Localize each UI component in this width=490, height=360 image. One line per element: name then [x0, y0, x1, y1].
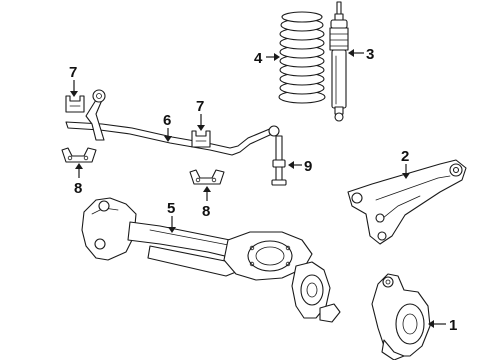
- callout-9: 9: [304, 158, 312, 175]
- control-arm: [347, 159, 467, 245]
- callout-6: 6: [163, 112, 171, 129]
- bracket-left: [61, 147, 97, 163]
- callout-1: 1: [449, 317, 457, 334]
- callout-4: 4: [254, 50, 263, 67]
- steering-knuckle: [371, 273, 431, 360]
- callout-3: 3: [366, 46, 374, 63]
- callout-7-right: 7: [196, 98, 204, 115]
- bushing-left: [65, 95, 85, 113]
- leader-lines: [70, 49, 446, 328]
- coil-spring: [278, 11, 326, 104]
- callout-2: 2: [401, 148, 409, 165]
- bracket-right: [189, 169, 225, 185]
- bushing-right: [191, 130, 211, 148]
- callout-8-left: 8: [74, 180, 82, 197]
- shock-absorber: [329, 1, 349, 122]
- callout-8-right: 8: [202, 203, 210, 220]
- callout-5: 5: [167, 200, 175, 217]
- axle-assembly: [81, 197, 341, 323]
- callout-7-left: 7: [69, 64, 77, 81]
- stabilizer-link: [268, 125, 287, 186]
